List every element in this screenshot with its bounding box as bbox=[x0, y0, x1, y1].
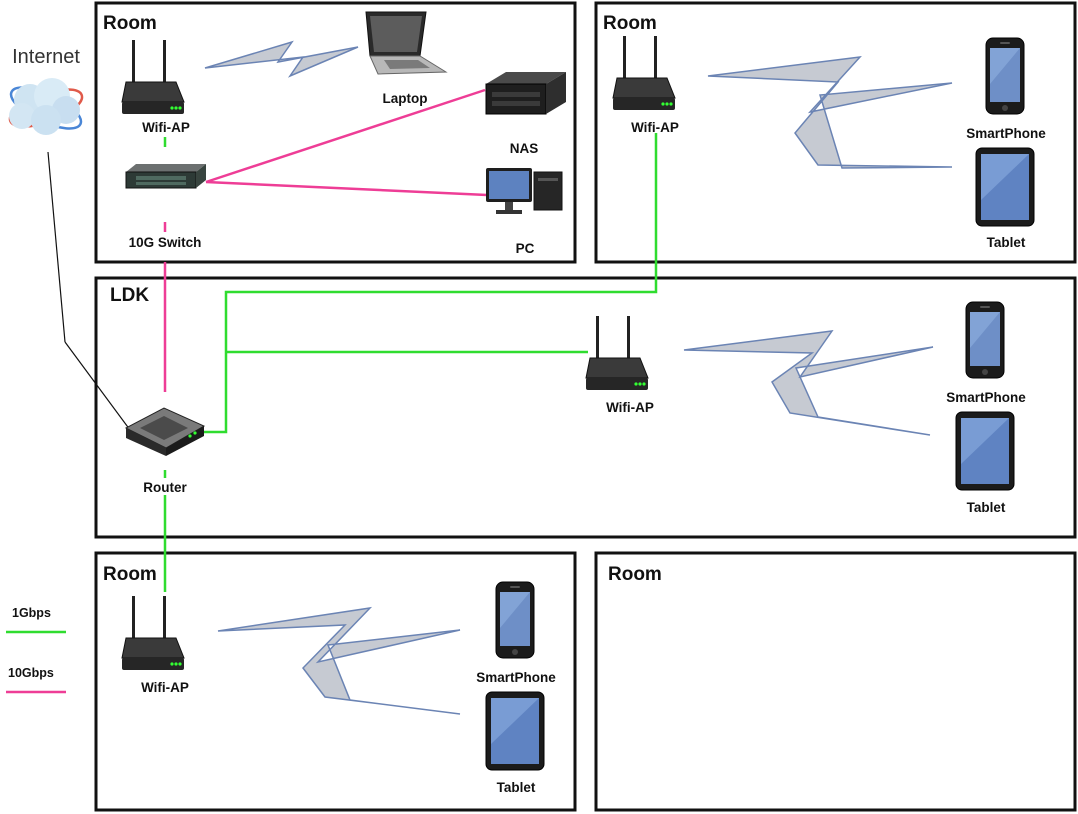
legend-1gbps-label: 1Gbps bbox=[12, 606, 51, 620]
link-switch-pc bbox=[205, 180, 488, 197]
ldk-smartphone-icon bbox=[965, 301, 1005, 379]
wireless-bolt-laptop bbox=[204, 40, 359, 78]
ldk-title: LDK bbox=[110, 285, 149, 306]
room-top-left-box bbox=[94, 1, 577, 264]
bl-wifi-ap-icon bbox=[121, 595, 185, 671]
bl-smartphone-label: SmartPhone bbox=[476, 670, 556, 685]
tr-smartphone-label: SmartPhone bbox=[966, 126, 1046, 141]
laptop-icon bbox=[365, 11, 448, 75]
bl-tablet-icon bbox=[485, 691, 545, 771]
router-icon bbox=[124, 407, 206, 456]
tl-switch-label: 10G Switch bbox=[129, 235, 202, 250]
tr-tablet-label: Tablet bbox=[987, 235, 1026, 250]
ldk-box bbox=[94, 276, 1077, 539]
wireless-bolt-room-bottom-left bbox=[217, 606, 461, 715]
tr-tablet-icon bbox=[975, 147, 1035, 227]
room-top-left-title: Room bbox=[103, 13, 157, 34]
pc-icon bbox=[486, 168, 563, 214]
room-top-right-box bbox=[594, 1, 1077, 264]
tr-wifi-ap-label: Wifi-AP bbox=[631, 120, 679, 135]
legend-10gbps-label: 10Gbps bbox=[8, 666, 54, 680]
tr-smartphone-icon bbox=[985, 37, 1025, 115]
switch-icon bbox=[125, 164, 206, 189]
wireless-bolt-ldk bbox=[683, 330, 934, 436]
ldk-wifi-ap-icon bbox=[585, 315, 649, 391]
link-router-room-ap bbox=[204, 133, 658, 434]
tl-wifi-ap-label: Wifi-AP bbox=[142, 120, 190, 135]
tr-wifi-ap-icon bbox=[612, 35, 676, 111]
internet-label: Internet bbox=[12, 46, 80, 68]
room-bottom-right-title: Room bbox=[608, 564, 662, 585]
tl-laptop-label: Laptop bbox=[383, 91, 428, 106]
room-bottom-left-title: Room bbox=[103, 564, 157, 585]
tl-wifi-ap-icon bbox=[121, 39, 185, 115]
ldk-wifi-ap-label: Wifi-AP bbox=[606, 400, 654, 415]
internet-link-a bbox=[47, 151, 66, 343]
link-switch-nas bbox=[205, 88, 486, 184]
room-bottom-right-box bbox=[594, 551, 1077, 812]
wireless-bolt-room-top-right bbox=[707, 56, 953, 169]
tl-pc-label: PC bbox=[516, 241, 535, 256]
internet-link-b bbox=[64, 341, 131, 431]
ldk-tablet-icon bbox=[955, 411, 1015, 491]
bl-tablet-label: Tablet bbox=[497, 780, 536, 795]
ldk-smartphone-label: SmartPhone bbox=[946, 390, 1026, 405]
nas-icon bbox=[485, 72, 566, 115]
cloud-globe-icon bbox=[8, 78, 84, 135]
room-top-right-title: Room bbox=[603, 13, 657, 34]
tl-nas-label: NAS bbox=[510, 141, 539, 156]
ldk-router-label: Router bbox=[143, 480, 187, 495]
bl-wifi-ap-label: Wifi-AP bbox=[141, 680, 189, 695]
ldk-tablet-label: Tablet bbox=[967, 500, 1006, 515]
bl-smartphone-icon bbox=[495, 581, 535, 659]
room-bottom-left-box bbox=[94, 551, 577, 812]
